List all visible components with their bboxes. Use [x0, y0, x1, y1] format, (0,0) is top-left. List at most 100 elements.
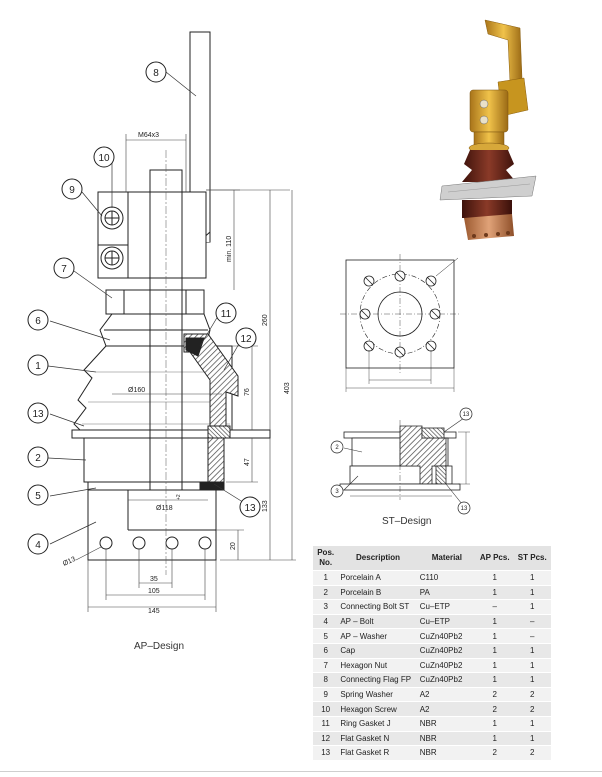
- ap-bolt: [87, 489, 217, 561]
- table-cell-desc: Porcelain A: [338, 570, 418, 586]
- bolt-hole: [165, 536, 179, 550]
- table-cell-pos: 1: [313, 570, 339, 586]
- table-cell-st: 1: [513, 731, 551, 747]
- callout-10: 10: [93, 146, 115, 168]
- ap-dimension-text: M64x3 min. 110 260 403 76 47 133 20 Ø160…: [62, 132, 291, 615]
- callout-4: 4: [27, 533, 49, 555]
- flange-plate: [71, 429, 271, 439]
- st-callout-2: 2: [330, 440, 344, 454]
- table-cell-mat: CuZn40Pb2: [417, 658, 476, 674]
- st-callout-13-top: 13: [459, 407, 473, 421]
- leader-lines: [47, 71, 247, 545]
- table-cell-ap: 1: [476, 585, 514, 601]
- table-cell-desc: Ring Gasket J: [338, 716, 418, 732]
- table-cell-st: –: [513, 614, 551, 630]
- dim-260: 260: [262, 314, 269, 326]
- svg-text:5: 5: [35, 491, 41, 502]
- table-cell-ap: 1: [476, 628, 514, 644]
- table-cell-st: 1: [513, 570, 551, 586]
- callouts: 8 10 9 7 6 1 13 2 5 4 11 12 13: [27, 61, 261, 555]
- table-cell-ap: 1: [476, 658, 514, 674]
- product-render: [439, 19, 537, 240]
- st-holes: [359, 270, 441, 358]
- callout-13-right: 13: [239, 496, 261, 518]
- svg-text:13: 13: [244, 503, 256, 514]
- dia-160: Ø160: [128, 387, 145, 394]
- table-cell-st: 1: [513, 643, 551, 659]
- bolt-hole: [99, 536, 113, 550]
- table-cell-desc: Connecting Flag FP: [338, 672, 418, 688]
- table-cell-pos: 8: [313, 672, 339, 688]
- ring-gasket: [185, 337, 205, 357]
- table-cell-desc: AP – Washer: [338, 628, 418, 644]
- svg-text:1: 1: [35, 361, 41, 372]
- dimensions: [75, 134, 296, 612]
- table-cell-pos: 9: [313, 687, 339, 703]
- table-header-row: Pos. No. Description Material AP Pcs. ST…: [313, 546, 551, 571]
- table-cell-mat: C110: [417, 570, 476, 586]
- table-cell-pos: 4: [313, 614, 339, 630]
- table-cell-desc: Spring Washer: [338, 687, 418, 703]
- table-cell-mat: CuZn40Pb2: [417, 672, 476, 688]
- table-cell-pos: 2: [313, 585, 339, 601]
- table-cell-desc: Hexagon Nut: [338, 658, 418, 674]
- dim-47: 47: [244, 458, 251, 466]
- table-cell-st: 1: [513, 672, 551, 688]
- table-cell-st: 1: [513, 585, 551, 601]
- table-cell-ap: 1: [476, 672, 514, 688]
- table-cell-desc: AP – Bolt: [338, 614, 418, 630]
- dim-145: 145: [148, 608, 160, 615]
- svg-text:13: 13: [463, 412, 470, 418]
- table-cell-desc: Cap: [338, 643, 418, 659]
- dim-76: 76: [244, 388, 251, 396]
- porcelain-b: [83, 437, 225, 483]
- table-cell-ap: 2: [476, 745, 514, 761]
- svg-text:4: 4: [35, 540, 41, 551]
- bolt-hole: [198, 536, 212, 550]
- svg-text:9: 9: [69, 185, 75, 196]
- dim-133: 133: [262, 500, 269, 512]
- parts-table: Pos. No. Description Material AP Pcs. ST…: [313, 546, 551, 761]
- dim-403: 403: [284, 382, 291, 394]
- st-top-view: [340, 254, 460, 392]
- st-callout-13-bottom: 13: [457, 501, 471, 515]
- dim-35: 35: [150, 576, 158, 583]
- table-cell-mat: A2: [417, 687, 476, 703]
- dim-min110: min. 110: [226, 236, 233, 262]
- table-cell-st: 1: [513, 658, 551, 674]
- ap-design-drawing: [47, 31, 296, 612]
- table-cell-mat: NBR: [417, 745, 476, 761]
- svg-text:6: 6: [35, 316, 41, 327]
- table-cell-ap: 1: [476, 570, 514, 586]
- svg-text:2: 2: [35, 453, 41, 464]
- table-cell-ap: –: [476, 599, 514, 615]
- dim-20: 20: [230, 542, 237, 550]
- table-cell-pos: 10: [313, 701, 339, 717]
- render-copper-bolt: [464, 214, 514, 240]
- table-cell-pos: 11: [313, 716, 339, 732]
- svg-text:7: 7: [61, 264, 67, 275]
- table-cell-pos: 13: [313, 745, 339, 761]
- table-cell-desc: Porcelain B: [338, 585, 418, 601]
- callout-2: 2: [27, 446, 49, 468]
- col-material: Material: [417, 546, 476, 571]
- table-cell-ap: 2: [476, 687, 514, 703]
- table-cell-st: 1: [513, 716, 551, 732]
- col-description: Description: [338, 546, 418, 571]
- table-cell-ap: 1: [476, 643, 514, 659]
- tolerance: +2: [176, 494, 182, 500]
- dim-105: 105: [148, 588, 160, 595]
- table-cell-desc: Flat Gasket R: [338, 745, 418, 761]
- table-cell-st: 2: [513, 687, 551, 703]
- ap-design-caption: AP–Design: [134, 641, 185, 652]
